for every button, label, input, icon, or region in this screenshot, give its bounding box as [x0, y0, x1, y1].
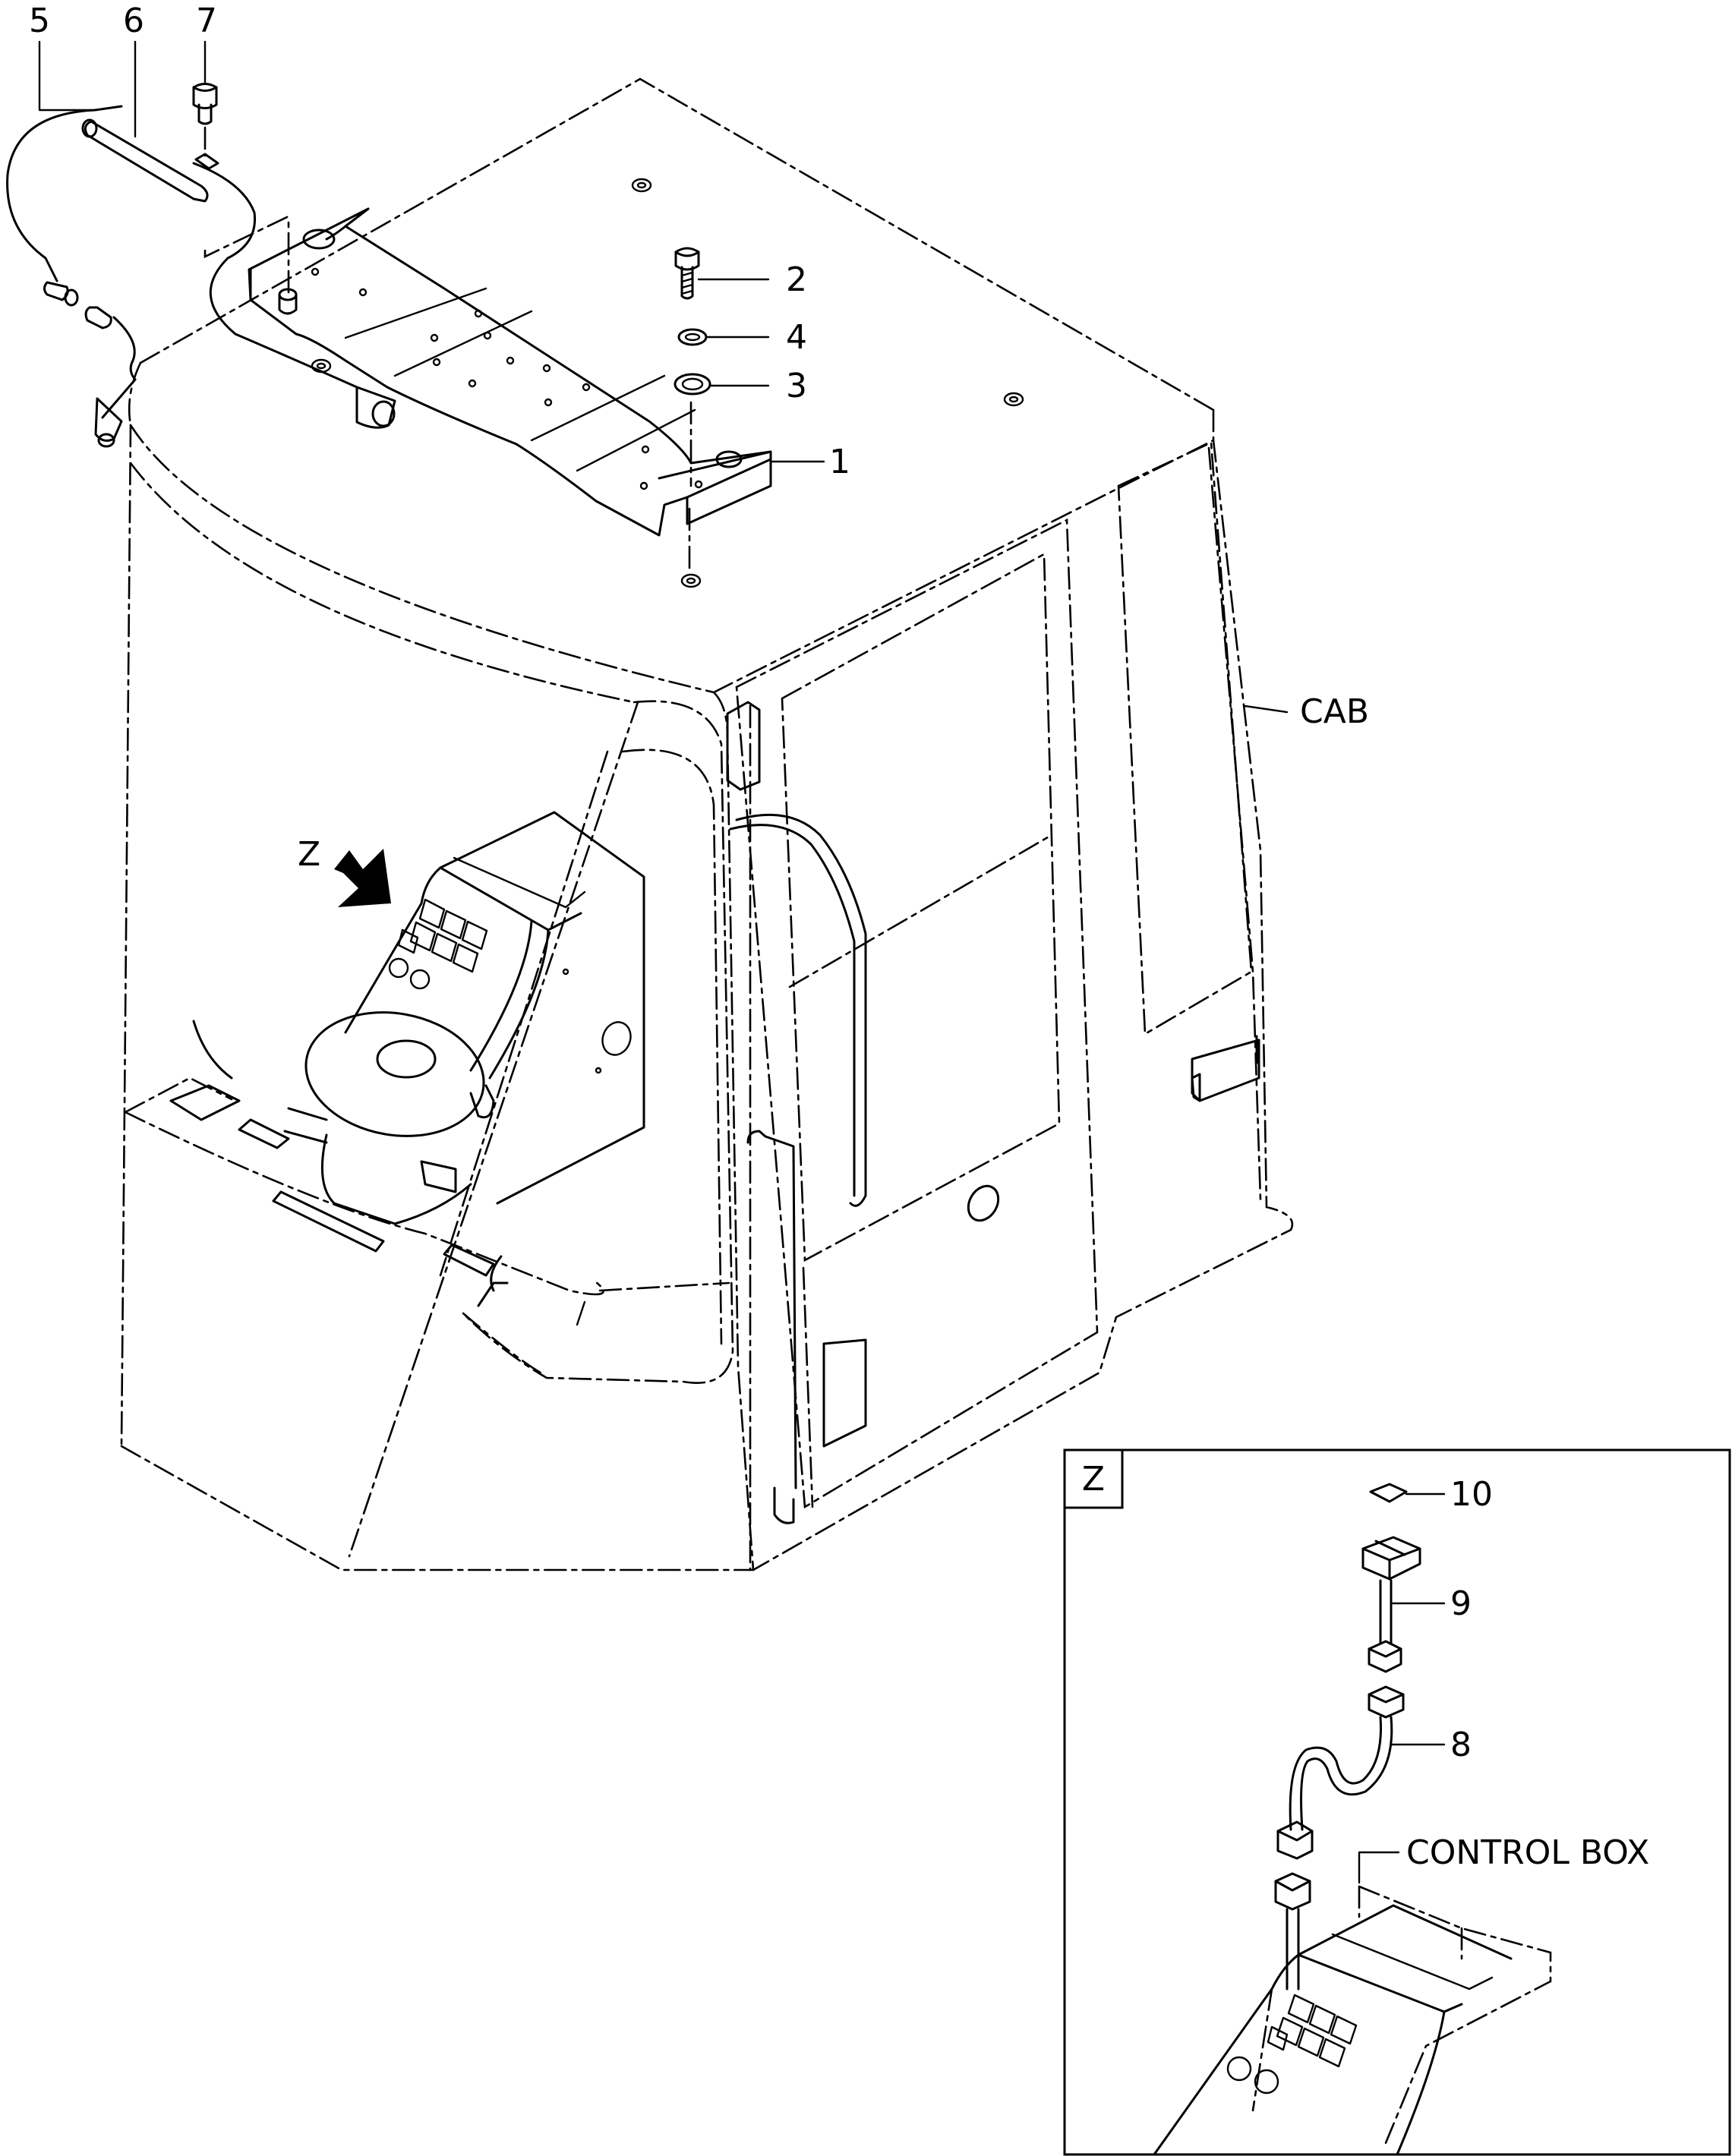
detail-view-label: Z [1082, 1460, 1105, 1499]
door-details [726, 701, 1260, 1448]
callout-9: 9 [1450, 1584, 1472, 1623]
callout-5: 5 [29, 2, 50, 40]
view-arrow-z [334, 849, 391, 907]
callout-cab: CAB [1300, 692, 1369, 731]
callout-2: 2 [786, 260, 807, 299]
callout-3: 3 [786, 367, 807, 405]
callout-1: 1 [829, 443, 850, 481]
callout-control-box: CONTROL BOX [1406, 1833, 1649, 1872]
leader-lines [38, 40, 1446, 1884]
callout-8: 8 [1450, 1726, 1472, 1764]
door-handle [729, 813, 867, 1524]
wire-harness-5 [6, 105, 396, 448]
callout-7: 7 [196, 2, 217, 40]
callout-6: 6 [123, 2, 144, 40]
view-marker-z: Z [298, 835, 320, 874]
lock-washer-4 [677, 328, 708, 346]
bolt-2 [674, 247, 700, 300]
flat-washer-3 [674, 373, 711, 396]
callout-10: 10 [1450, 1475, 1493, 1514]
callout-4: 4 [786, 318, 807, 357]
tube-6 [81, 118, 209, 203]
clip-7 [192, 83, 219, 170]
detail-view-z [1063, 1448, 1731, 2156]
control-box-in-cab [124, 811, 730, 1376]
cab-outline [120, 77, 1294, 1571]
mount-plate [203, 207, 772, 575]
